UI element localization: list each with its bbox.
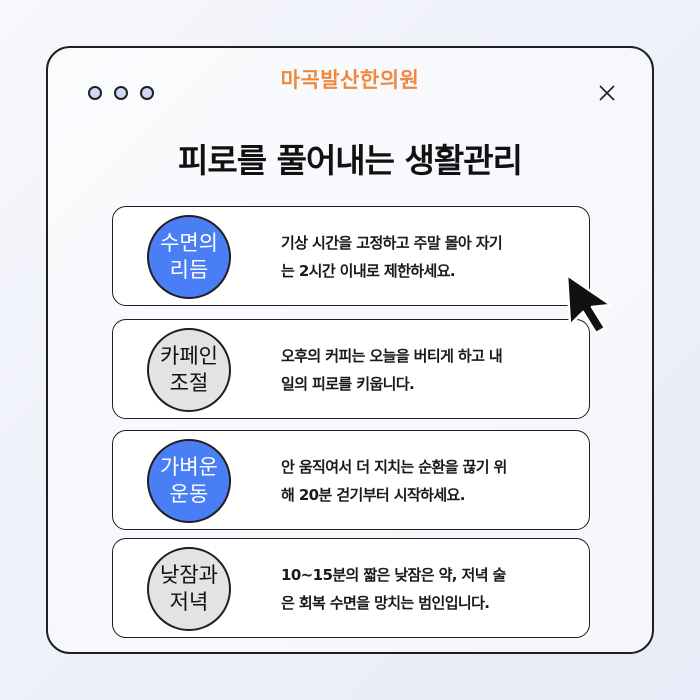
tip-card-sleep: 수면의 리듬 기상 시간을 고정하고 주말 몰아 자기 는 2시간 이내로 제한… [112, 206, 590, 306]
page-title: 피로를 풀어내는 생활관리 [178, 141, 523, 180]
tip-description-line: 10~15분의 짧은 낮잠은 약, 저녁 술 [281, 566, 506, 584]
tip-badge: 낮잠과 저녁 [147, 547, 231, 631]
tip-badge-line: 운동 [169, 482, 209, 506]
window-dot-icon[interactable] [114, 86, 128, 100]
tip-description: 안 움직여서 더 지치는 순환을 끊기 위 해 20분 걷기부터 시작하세요. [281, 453, 581, 509]
tip-description-line: 은 회복 수면을 망치는 범인입니다. [281, 594, 490, 612]
tip-badge-line: 낮잠과 [160, 563, 218, 587]
tip-badge: 가벼운 운동 [147, 439, 231, 523]
tip-badge-line: 수면의 [160, 231, 218, 255]
window-dot-icon[interactable] [140, 86, 154, 100]
window-dot-icon[interactable] [88, 86, 102, 100]
tip-badge: 수면의 리듬 [147, 215, 231, 299]
brand-name: 마곡발산한의원 [280, 68, 420, 92]
tip-badge-line: 저녁 [169, 590, 209, 614]
tip-description: 기상 시간을 고정하고 주말 몰아 자기 는 2시간 이내로 제한하세요. [281, 229, 581, 285]
tip-description-line: 해 20분 걷기부터 시작하세요. [281, 486, 465, 504]
mouse-cursor-icon [565, 273, 613, 335]
tip-description-line: 오후의 커피는 오늘을 버티게 하고 내 [281, 347, 503, 365]
tip-description-line: 기상 시간을 고정하고 주말 몰아 자기 [281, 234, 503, 252]
app-window: 마곡발산한의원 피로를 풀어내는 생활관리 수면의 리듬 기상 시간을 고정하고… [46, 46, 654, 654]
window-controls [88, 86, 154, 100]
tip-badge: 카페인 조절 [147, 328, 231, 412]
tip-description-line: 일의 피로를 키웁니다. [281, 375, 415, 393]
tip-card-exercise: 가벼운 운동 안 움직여서 더 지치는 순환을 끊기 위 해 20분 걷기부터 … [112, 430, 590, 530]
tip-badge-line: 가벼운 [160, 455, 218, 479]
tip-description: 10~15분의 짧은 낮잠은 약, 저녁 술 은 회복 수면을 망치는 범인입니… [281, 561, 581, 617]
tip-description: 오후의 커피는 오늘을 버티게 하고 내 일의 피로를 키웁니다. [281, 342, 581, 398]
tip-card-nap: 낮잠과 저녁 10~15분의 짧은 낮잠은 약, 저녁 술 은 회복 수면을 망… [112, 538, 590, 638]
tip-badge-line: 리듬 [169, 258, 209, 282]
tip-description-line: 안 움직여서 더 지치는 순환을 끊기 위 [281, 458, 507, 476]
tip-description-line: 는 2시간 이내로 제한하세요. [281, 262, 456, 280]
tip-badge-line: 조절 [169, 371, 209, 395]
tip-card-caffeine: 카페인 조절 오후의 커피는 오늘을 버티게 하고 내 일의 피로를 키웁니다. [112, 319, 590, 419]
close-icon[interactable] [598, 84, 616, 102]
tip-badge-line: 카페인 [160, 344, 218, 368]
